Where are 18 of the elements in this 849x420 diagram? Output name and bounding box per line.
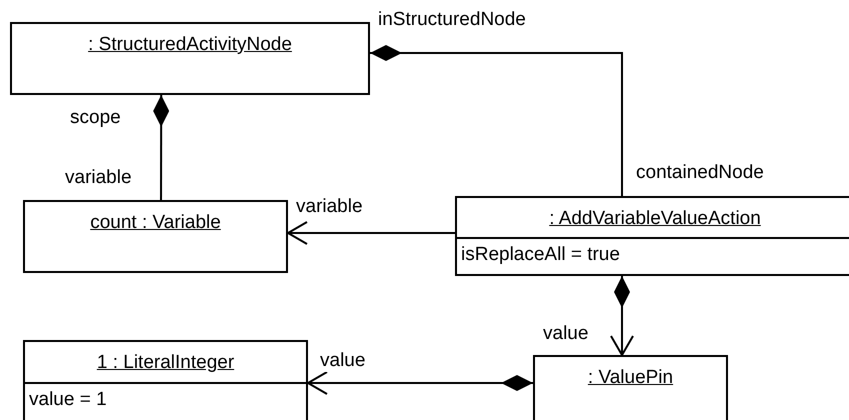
- object-box: [23, 200, 288, 273]
- object-box: [23, 340, 308, 420]
- object-name: : AddVariableValueAction: [549, 208, 761, 229]
- object-box: [533, 355, 728, 420]
- object-name: 1 : LiteralInteger: [96, 352, 234, 373]
- association-line: [287, 221, 455, 245]
- object-box: [455, 196, 849, 276]
- association-line: [153, 95, 170, 200]
- object-name: : ValuePin: [588, 367, 674, 388]
- object-name: count : Variable: [90, 212, 221, 233]
- object-box: [10, 22, 370, 95]
- association-line: [370, 45, 623, 196]
- attribute-text: value = 1: [28, 388, 107, 411]
- association-line: [610, 276, 634, 356]
- association-line: [307, 371, 533, 395]
- attribute-text: isReplaceAll = true: [460, 243, 620, 266]
- role-name: value: [320, 350, 366, 372]
- object-name: : StructuredActivityNode: [88, 34, 292, 55]
